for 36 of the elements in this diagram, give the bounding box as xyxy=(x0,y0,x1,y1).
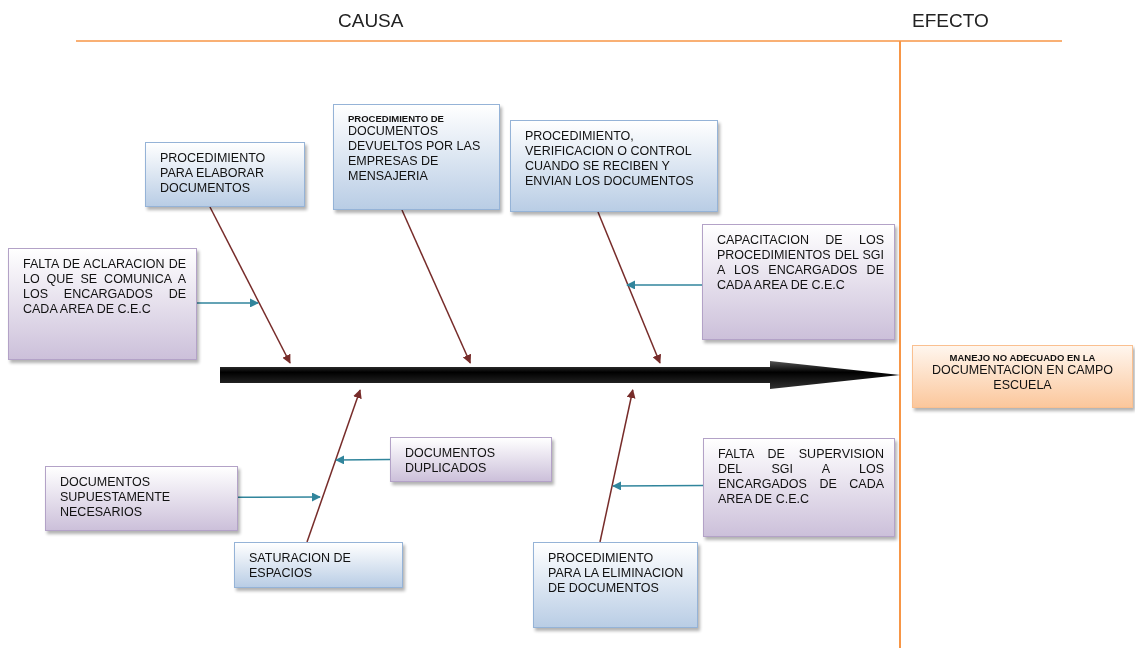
efecto-heading: EFECTO xyxy=(912,10,989,32)
effect-text: MANEJO NO ADECUADO EN LA xyxy=(948,352,1097,363)
cause-text: PROCEDIMIENTO PARA ELABORAR DOCUMENTOS xyxy=(160,151,267,196)
arrow xyxy=(597,211,662,364)
sub-cause-box xyxy=(703,438,895,537)
arrow xyxy=(209,206,291,364)
causa-heading: CAUSA xyxy=(338,10,404,32)
arrow xyxy=(626,280,703,290)
cause-text: CAPACITACION DE LOS PROCEDIMIENTOS DEL SGI A LOS ENCARGADOS DE CADA AREA DE C.E.C xyxy=(717,233,884,293)
sub-cause-box xyxy=(8,248,197,360)
cause-text: PROCEDIMIENTO DE xyxy=(348,113,445,124)
cause-box xyxy=(333,104,500,210)
arrow xyxy=(401,209,472,364)
cause-box xyxy=(234,542,403,588)
sub-cause-box xyxy=(702,224,895,340)
cause-box xyxy=(145,142,305,207)
arrow xyxy=(237,492,321,502)
cause-text: DOCUMENTOS DEVUELTOS POR LAS EMPRESAS DE MENSAJERIA xyxy=(348,124,482,184)
cause-text: SATURACION DE ESPACIOS xyxy=(249,551,352,581)
cause-text: DOCUMENTOS SUPUESTAMENTE NECESARIOS xyxy=(60,475,172,520)
cause-text: PROCEDIMIENTO PARA LA ELIMINACION DE DOCUMENTOS xyxy=(548,551,685,596)
effect-text: DOCUMENTACION EN CAMPO ESCUELA xyxy=(931,363,1114,393)
arrow xyxy=(306,389,362,543)
arrow xyxy=(599,389,636,543)
sub-cause-box xyxy=(45,466,238,531)
cause-box xyxy=(533,542,698,628)
sub-cause-box xyxy=(390,437,552,482)
cause-box xyxy=(510,120,718,212)
cause-text: FALTA DE ACLARACION DE LO QUE SE COMUNICA A LOS ENCARGADOS DE CADA AREA DE C.E.C xyxy=(23,257,186,317)
effect-box xyxy=(912,345,1133,408)
cause-text: PROCEDIMIENTO, VERIFICACION O CONTROL CUANDO SE RECIBEN Y ENVIAN LOS DOCUMENTOS xyxy=(525,129,695,189)
cause-text: DOCUMENTOS DUPLICADOS xyxy=(405,446,497,476)
arrow xyxy=(335,455,391,465)
cause-text: FALTA DE SUPERVISION DEL SGI A LOS ENCARGADOS DE CADA AREA DE C.E.C xyxy=(718,447,884,507)
arrow xyxy=(612,481,704,491)
arrow xyxy=(196,298,259,308)
